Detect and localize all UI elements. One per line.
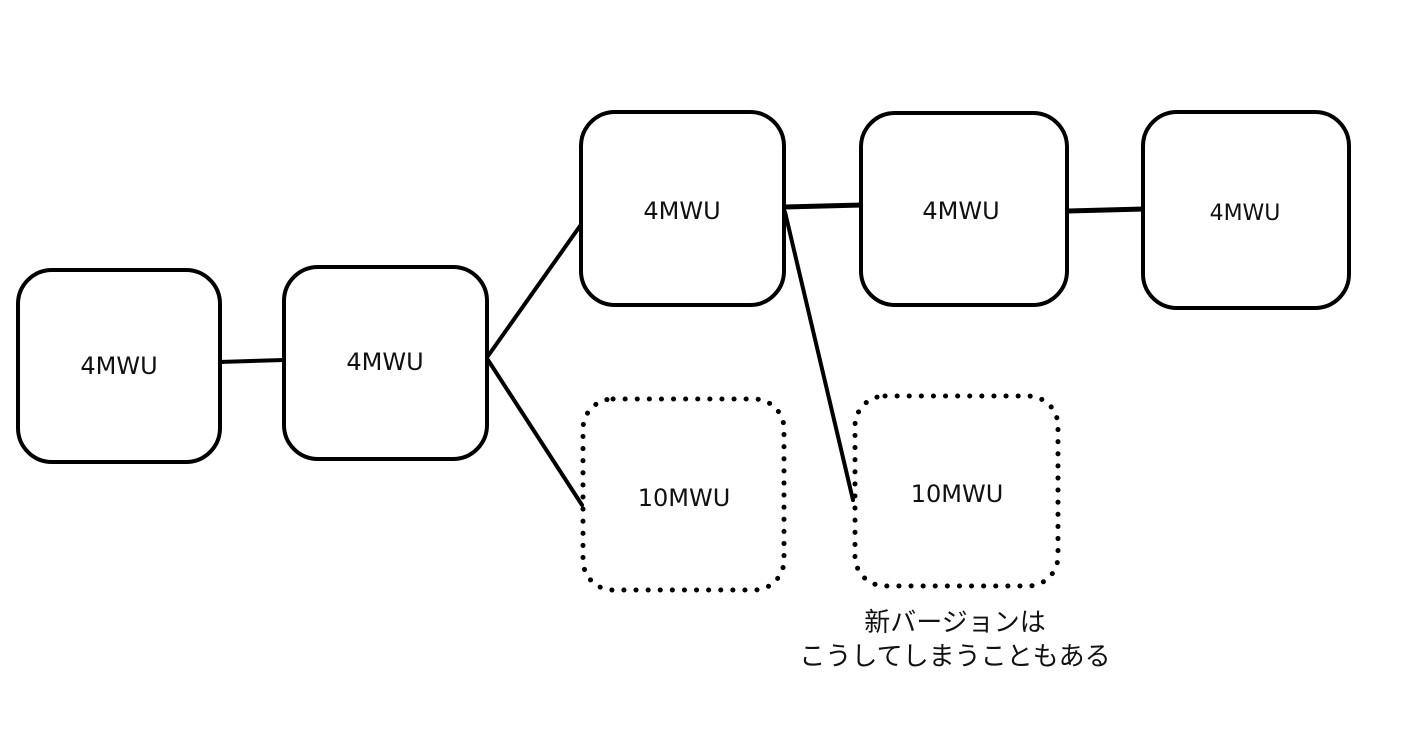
- node-label: 4MWU: [922, 197, 999, 225]
- edge-n1-n2: [217, 358, 286, 364]
- caption-note: 新バージョンは こうしてしまうこともある: [770, 606, 1140, 674]
- node-n1[interactable]: 4MWU: [16, 268, 222, 464]
- edge-n2-n6: [486, 358, 584, 507]
- node-n7[interactable]: 10MWU: [852, 393, 1061, 589]
- edge-n3-n7: [783, 210, 855, 502]
- caption-line-2: こうしてしまうこともある: [799, 642, 1111, 672]
- node-n2[interactable]: 4MWU: [282, 265, 489, 461]
- node-label: 10MWU: [638, 484, 731, 512]
- node-n6[interactable]: 10MWU: [580, 396, 787, 593]
- node-label: 10MWU: [911, 480, 1004, 508]
- edge-n3-n4: [782, 202, 865, 210]
- node-n3[interactable]: 4MWU: [579, 110, 786, 307]
- node-label: 4MWU: [346, 348, 423, 376]
- edge-n2-n3: [486, 224, 582, 358]
- node-label: 4MWU: [643, 197, 720, 225]
- node-n5[interactable]: 4MWU: [1141, 110, 1351, 310]
- node-label: 4MWU: [80, 352, 157, 380]
- node-label: 4MWU: [1210, 201, 1281, 226]
- edge-n4-n5: [1065, 206, 1147, 214]
- node-n4[interactable]: 4MWU: [859, 111, 1069, 307]
- caption-line-1: 新バージョンは: [864, 608, 1046, 638]
